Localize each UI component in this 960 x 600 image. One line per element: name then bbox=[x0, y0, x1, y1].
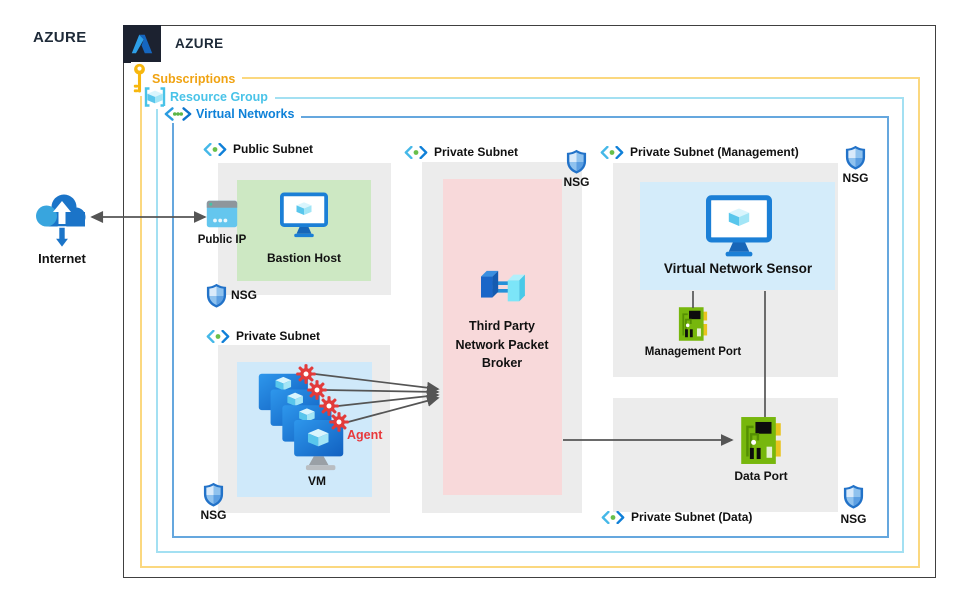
nsg-shield-icon bbox=[566, 149, 587, 174]
resource-group-icon bbox=[144, 87, 166, 107]
azure-header-title: AZURE bbox=[175, 36, 224, 51]
data-port-label: Data Port bbox=[734, 469, 788, 483]
bastion-host-icon bbox=[280, 192, 328, 238]
public-subnet-label: Public Subnet bbox=[203, 142, 313, 156]
private-subnet-vm-label: Private Subnet bbox=[206, 329, 320, 343]
subscriptions-boundary-box bbox=[140, 77, 920, 568]
subnet-icon bbox=[206, 330, 230, 343]
broker-zone bbox=[443, 179, 562, 495]
nsg-shield-icon bbox=[843, 484, 864, 509]
private-subnet-broker-label: Private Subnet bbox=[404, 145, 518, 159]
nsg-label: NSG bbox=[200, 508, 227, 522]
management-port-label: Management Port bbox=[644, 346, 742, 358]
agent-label: Agent bbox=[347, 428, 383, 442]
resource-group-label: Resource Group bbox=[144, 86, 275, 109]
nsg-shield-icon bbox=[206, 283, 227, 308]
nsg-label: NSG bbox=[840, 512, 867, 526]
private-subnet-management-label: Private Subnet (Management) bbox=[600, 145, 799, 159]
vm-stack-icon bbox=[258, 373, 344, 471]
virtual-network-icon bbox=[164, 107, 192, 121]
nsg-label: NSG bbox=[231, 288, 258, 302]
internet-cloud-icon bbox=[36, 194, 86, 250]
subnet-icon bbox=[600, 146, 624, 159]
nsg-label: NSG bbox=[842, 171, 869, 185]
virtual-networks-boundary-box bbox=[172, 116, 889, 538]
vm-label: VM bbox=[308, 474, 326, 488]
private-subnet-data-label: Private Subnet (Data) bbox=[601, 510, 752, 524]
public-ip-label: Public IP bbox=[197, 234, 247, 246]
azure-environment-label: AZURE bbox=[33, 29, 87, 46]
subnet-icon bbox=[404, 146, 428, 159]
nsg-shield-icon bbox=[845, 145, 866, 170]
azure-logo-icon bbox=[123, 25, 161, 63]
broker-label: Third Party Network Packet Broker bbox=[455, 319, 549, 370]
subnet-icon bbox=[601, 511, 625, 524]
private-subnet-data-box bbox=[613, 398, 838, 512]
internet-label: Internet bbox=[38, 251, 86, 266]
subnet-icon bbox=[203, 143, 227, 156]
virtual-network-sensor-label: Virtual Network Sensor bbox=[663, 261, 813, 276]
bastion-host-label: Bastion Host bbox=[266, 251, 341, 265]
virtual-networks-label: Virtual Networks bbox=[164, 106, 302, 123]
nsg-shield-icon bbox=[203, 482, 224, 507]
public-ip-icon bbox=[206, 200, 238, 228]
azure-boundary-box bbox=[123, 25, 936, 578]
resource-group-boundary-box bbox=[156, 97, 904, 553]
data-port-icon bbox=[740, 415, 782, 466]
management-port-icon bbox=[678, 306, 708, 342]
nsg-label: NSG bbox=[563, 175, 590, 189]
packet-broker-icon bbox=[481, 270, 525, 302]
virtual-network-sensor-icon bbox=[706, 194, 772, 258]
